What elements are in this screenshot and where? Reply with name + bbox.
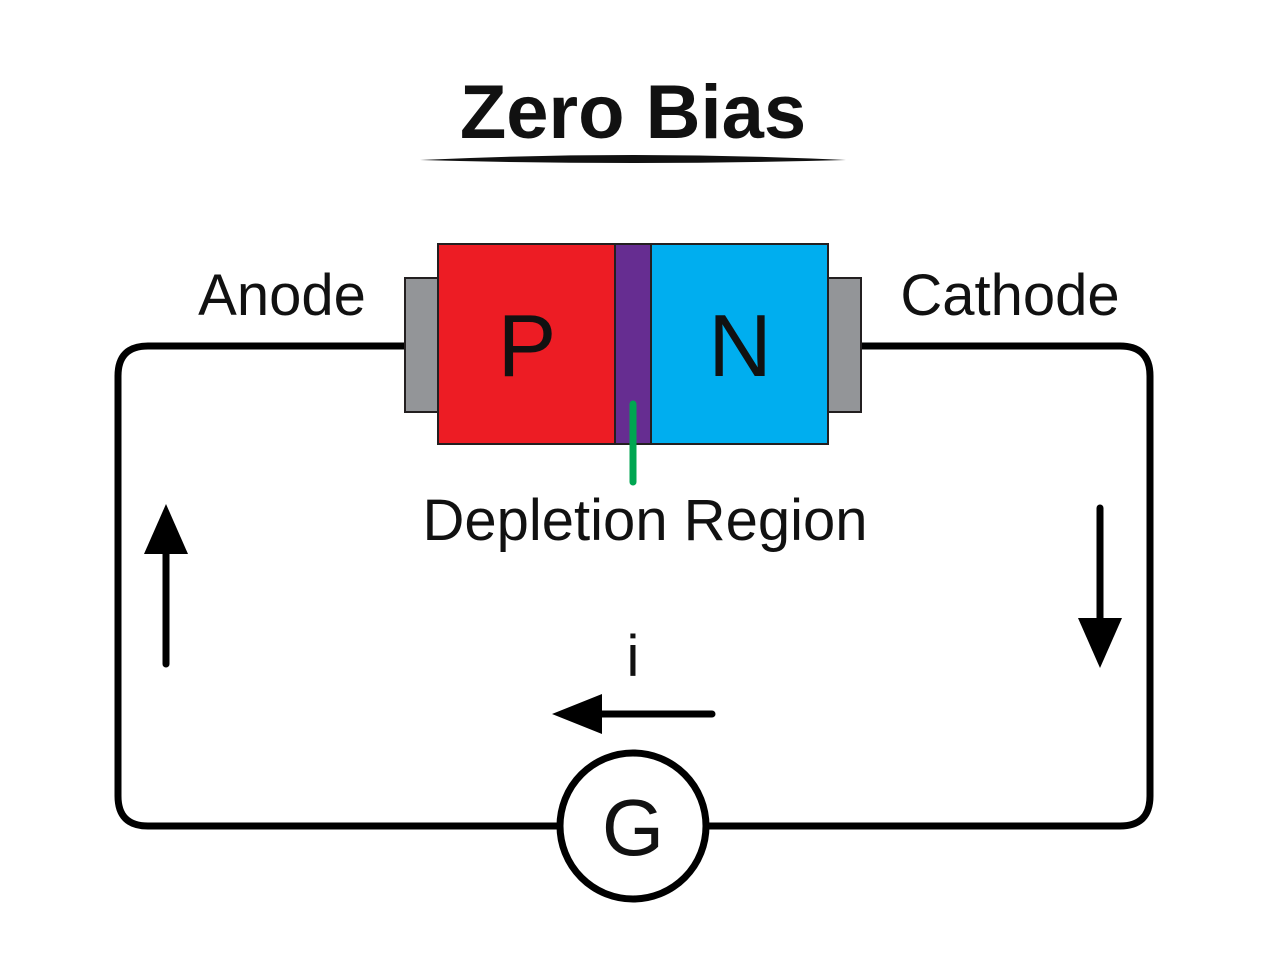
current-label: i (627, 624, 640, 689)
cathode-terminal (826, 277, 862, 413)
arrow-down-icon (1078, 504, 1122, 668)
generator-label: G (602, 783, 664, 872)
anode-label: Anode (198, 263, 366, 328)
n-region-label: N (708, 296, 772, 395)
generator-symbol (556, 749, 710, 903)
arrow-up-icon (144, 504, 188, 668)
title-underline (420, 155, 846, 163)
page-title: Zero Bias (460, 70, 806, 155)
p-region-label: P (498, 296, 557, 395)
cathode-label: Cathode (900, 263, 1119, 328)
n-region (650, 243, 829, 445)
depletion-region-label: Depletion Region (423, 488, 868, 553)
anode-terminal (404, 277, 440, 413)
arrow-left-icon (552, 694, 716, 734)
circuit-wire (114, 342, 1154, 830)
p-region (437, 243, 616, 445)
